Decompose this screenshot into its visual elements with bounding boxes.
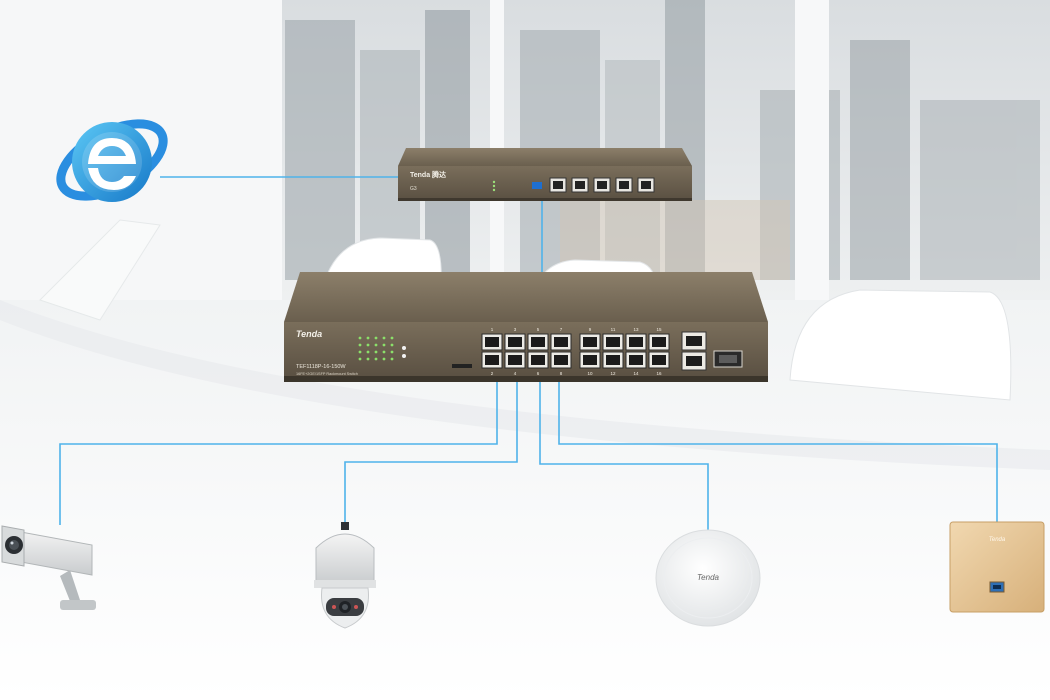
port-number-label: 4 [514,371,517,376]
router-model-label: G3 [410,186,417,192]
switch-port-socket [629,355,643,365]
switch-uplink-ports [681,331,743,371]
switch-port-socket [554,337,568,347]
dome-camera-icon [314,522,376,629]
port-number-label: 12 [610,371,616,376]
router-brand-label: Tenda 腾达 [410,170,446,179]
switch-port-socket [531,355,545,365]
port-number-label: 9 [589,327,592,332]
switch-mode-selector [452,364,472,368]
switch-port-socket [508,355,522,365]
switch-subtitle-label: 16FE+2GE/1SFP Rackmount Switch [296,372,358,376]
port-number-label: 15 [656,327,662,332]
switch-port-socket [554,355,568,365]
port-number-label: 2 [491,371,494,376]
switch-brand-label: Tenda [296,329,322,339]
port-number-label: 5 [537,327,540,332]
internet-explorer-icon [56,119,168,202]
port-number-label: 7 [560,327,563,332]
switch-port-socket [606,355,620,365]
wall-ap-label: Tenda [989,537,1006,543]
switch-port-socket [629,337,643,347]
switch-model-label: TEF1118P-16-150W [296,364,346,370]
ceiling-ap-icon: Tenda [655,529,761,627]
port-number-label: 1 [491,327,494,332]
switch-to-bullet-camera-line [59,372,498,525]
router-ethernet-ports [549,177,655,193]
switch-to-dome-camera-line [344,372,518,524]
switch-port-socket [606,337,620,347]
port-number-label: 6 [537,371,540,376]
switch-port-socket [583,337,597,347]
connection-lines [59,176,998,530]
port-number-label: 13 [633,327,639,332]
port-number-label: 10 [587,371,593,376]
switch-port-socket [531,337,545,347]
switch-port-socket [583,355,597,365]
port-number-label: 3 [514,327,517,332]
switch-port-socket [485,355,499,365]
switch-to-wall-ap-line [558,372,998,522]
port-number-label: 16 [656,371,662,376]
router-usb-port [532,182,542,189]
switch-port-socket [508,337,522,347]
router-icon: Tenda 腾达 G3 [398,148,692,201]
ceiling-ap-label: Tenda [697,573,720,582]
switch-ethernet-ports [481,333,670,369]
switch-port-socket [485,337,499,347]
switch-to-ceiling-ap-line [539,372,709,530]
switch-port-socket [652,337,666,347]
router-status-leds [492,180,496,192]
port-number-label: 11 [611,327,616,332]
switch-port-socket [652,355,666,365]
port-number-label: 14 [633,371,639,376]
switch-led-panel [358,336,406,361]
poe-switch-icon: Tenda TEF1118P-16-150W 16FE+2GE/1SFP Rac… [284,272,768,382]
port-number-label: 8 [560,371,563,376]
bullet-camera-icon [1,525,96,610]
wall-ap-icon: Tenda [949,521,1045,613]
